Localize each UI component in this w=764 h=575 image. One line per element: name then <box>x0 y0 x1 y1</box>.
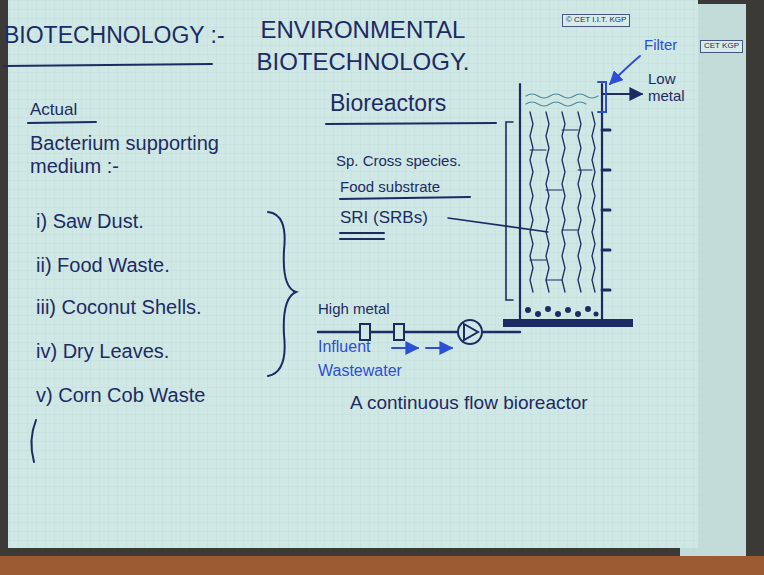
stamp-text: © CET I.I.T. KGP <box>566 16 626 25</box>
section-heading: BIOTECHNOLOGY :- <box>4 22 225 48</box>
section-heading: Bioreactors <box>330 90 446 116</box>
figure-caption: A continuous flow bioreactor <box>350 392 588 414</box>
gravel-bed <box>525 306 599 317</box>
valve <box>394 324 404 340</box>
media-ties <box>530 130 592 280</box>
part-label: Filter <box>644 36 677 53</box>
srbs-double-underline <box>340 233 384 239</box>
list-heading: Bacterium supporting medium :- <box>30 132 255 178</box>
list-item: ii) Food Waste. <box>36 254 170 277</box>
paper-sheet <box>8 0 698 548</box>
stream-label: Wastewater <box>318 362 402 380</box>
list-bracket <box>31 420 36 462</box>
list-item: i) Saw Dust. <box>36 210 144 233</box>
heading-underline <box>4 64 212 66</box>
filter-bracket <box>598 82 606 112</box>
tank-bracket <box>506 122 513 300</box>
flow-arrow <box>426 347 452 349</box>
stream-label: High metal <box>318 300 390 317</box>
list-item: v) Corn Cob Waste <box>36 384 205 407</box>
sample-port <box>602 130 610 290</box>
valve <box>360 324 370 340</box>
substrate-underline <box>340 197 470 199</box>
water-surface <box>526 94 598 106</box>
pump-symbol <box>458 320 482 344</box>
actual-underline <box>28 122 96 123</box>
note-label: Food substrate <box>340 178 440 195</box>
inlet-pipe <box>318 331 520 333</box>
stream-label: Low metal <box>648 70 694 105</box>
base-plate <box>504 320 632 326</box>
list-item: iv) Dry Leaves. <box>36 340 169 363</box>
note-label: Sp. Cross species. <box>336 152 461 169</box>
paper-grid <box>8 0 698 548</box>
note-label: Actual <box>30 100 77 120</box>
grouping-brace <box>268 212 296 376</box>
pump-symbol <box>464 324 478 340</box>
filter-leader <box>610 56 640 84</box>
copyright-stamp: CET KGP <box>700 40 743 53</box>
list-item: iii) Coconut Shells. <box>36 296 202 319</box>
flow-arrow <box>392 347 418 349</box>
desk-edge <box>0 556 764 575</box>
outlet-arrow <box>602 93 642 95</box>
slide-title: ENVIRONMENTAL BIOTECHNOLOGY. <box>232 14 494 79</box>
tank-wall <box>520 84 602 322</box>
copyright-stamp: © CET I.I.T. KGP <box>562 14 630 27</box>
note-label: SRI (SRBs) <box>340 208 428 228</box>
bioreactors-underline <box>326 123 496 124</box>
support-media <box>530 112 595 292</box>
stamp-text: CET KGP <box>704 42 739 51</box>
stream-label: Influent <box>318 338 370 356</box>
